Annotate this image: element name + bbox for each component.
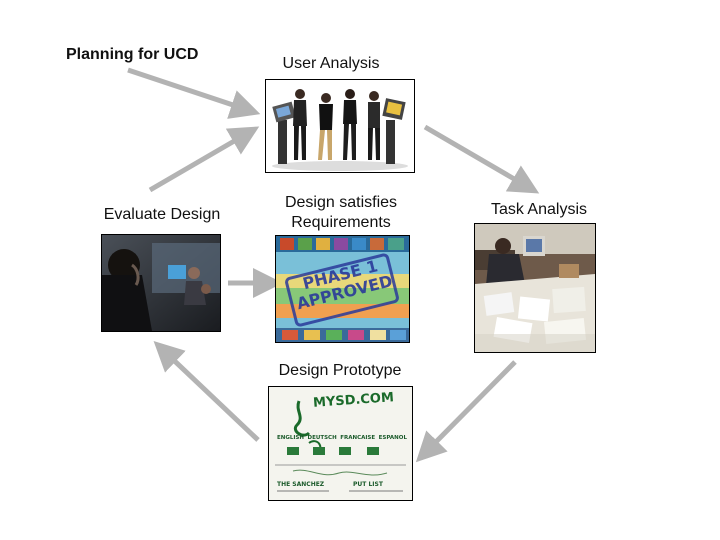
sketch-lang-deutsch: DEUTSCH [307,435,337,441]
design-prototype-sketch: MYSD.COM ENGLISH DEUTSCH FRANCAISE ESPAN… [268,386,413,501]
arrow-evaluate-to-user-analysis [148,126,260,193]
label-user-analysis: User Analysis [282,55,380,72]
sketch-footer-left: THE SANCHEZ [277,481,325,488]
label-evaluate-design: Evaluate Design [103,206,221,223]
label-requirements: Design satisfies Requirements [262,193,420,233]
arrow-prototype-to-evaluate [153,341,260,442]
sketch-footer-right: PUT LIST [353,481,383,488]
arrow-title-to-user-analysis [127,67,261,119]
sketch-lang-english: ENGLISH [277,435,304,441]
label-task-analysis: Task Analysis [490,201,588,218]
label-requirements-line2: Requirements [291,214,391,231]
task-analysis-photo [474,223,596,353]
arrow-task-to-prototype [415,360,517,463]
label-requirements-line1: Design satisfies [284,194,398,211]
diagram-title: Planning for UCD [66,46,199,63]
sketch-lang-francaise: FRANCAISE [340,435,376,441]
arrow-user-to-task-analysis [423,124,540,194]
label-design-prototype: Design Prototype [278,362,402,379]
evaluate-design-photo [101,234,221,332]
user-analysis-photo [265,79,415,173]
sketch-lang-espanol: ESPANOL [378,435,407,441]
requirements-stamp-image: PHASE 1 APPROVED [275,235,410,343]
